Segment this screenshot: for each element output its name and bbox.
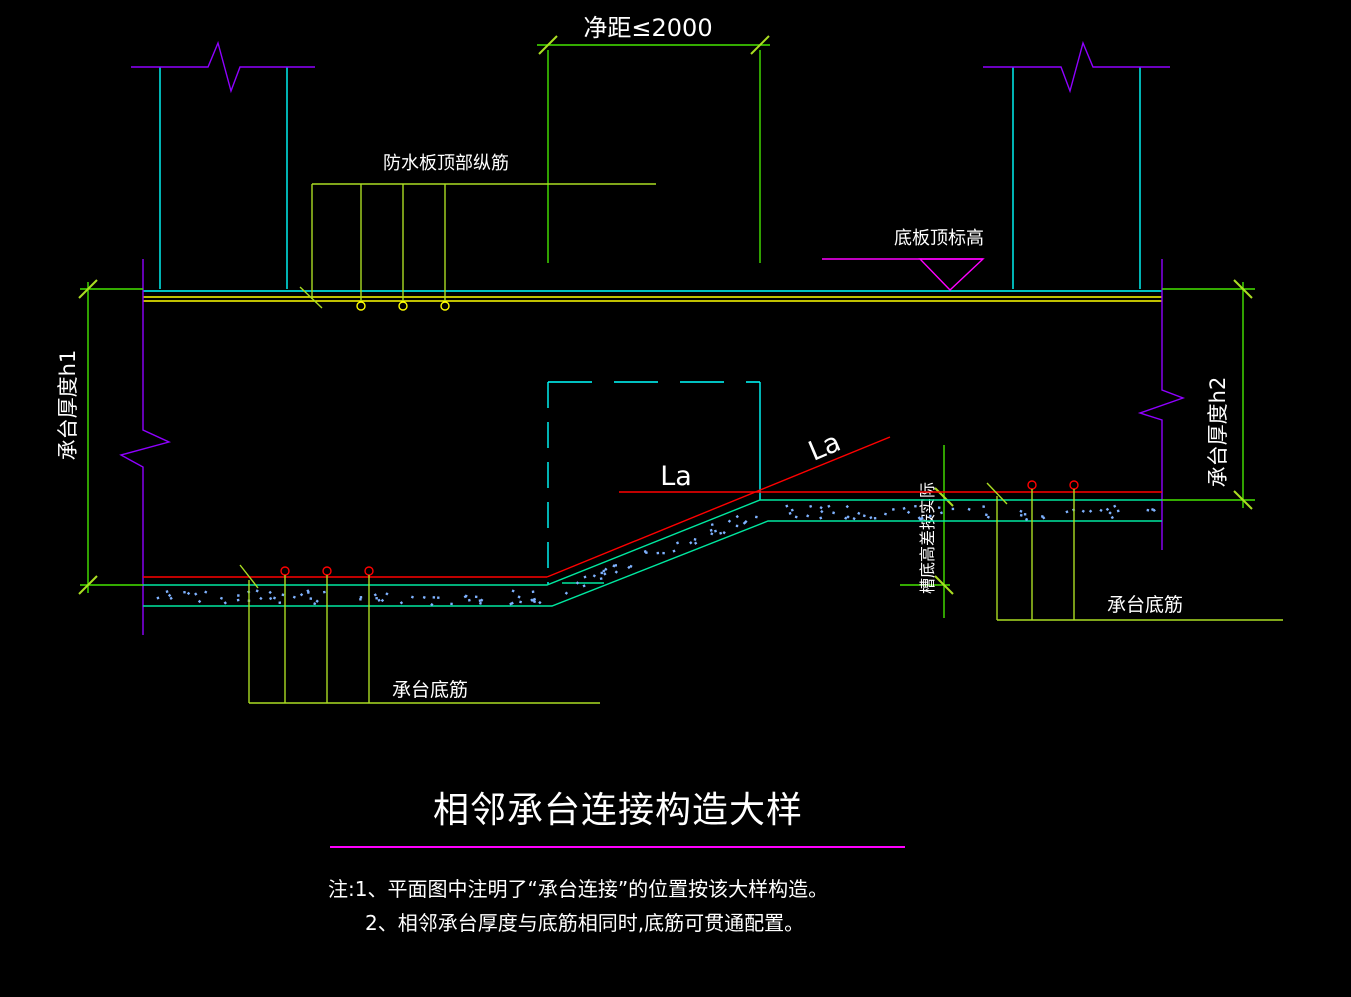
leader-tick	[239, 564, 259, 589]
cap-bottom-rebar-label: 承台底筋	[392, 679, 468, 701]
sloped-rebar	[546, 436, 891, 578]
concrete-band	[143, 499, 1162, 607]
rebar-section-circle	[1027, 480, 1037, 490]
connection-zone-dashed	[547, 381, 761, 585]
note-line-2: 2、相邻承台厚度与底筋相同时,底筋可贯通配置。	[365, 911, 804, 935]
note-line-1: 注:1、平面图中注明了“承台连接”的位置按该大样构造。	[328, 877, 828, 901]
bottom-elevation-diff-dimension: 槽底高差按实际	[900, 445, 954, 618]
waterproof-rebar-label: 防水板顶部纵筋	[383, 153, 509, 174]
column-break-line	[983, 40, 1170, 94]
rebar-section-circle	[322, 566, 332, 576]
waterproof-rebar-callout: 防水板顶部纵筋	[299, 153, 656, 311]
la-anchorage-label-sloped: La	[804, 427, 845, 468]
dimension-tick	[934, 575, 954, 595]
right-cap-rebar-callout: 承台底筋	[986, 482, 1283, 621]
clear-distance-label: 净距≤2000	[583, 14, 712, 42]
leader-tick	[299, 286, 323, 309]
cap-bottom-rebar-label: 承台底筋	[1107, 594, 1183, 616]
bottom-rebar: La La	[143, 427, 1162, 578]
band-top-edge	[143, 499, 1162, 586]
dimension-tick	[934, 487, 954, 507]
band-bottom-edge	[143, 520, 1162, 607]
concrete-stipple-pattern	[156, 504, 1156, 607]
right-break-line	[1137, 259, 1186, 550]
left-cap-rebar-callout: 承台底筋	[239, 564, 600, 704]
column-break-line	[131, 40, 315, 94]
elevation-triangle-icon	[918, 258, 985, 291]
dimension-tick	[78, 575, 98, 595]
dimension-tick	[78, 279, 98, 299]
h2-dimension: 承台厚度h2	[1162, 279, 1255, 510]
slab-top-lines	[143, 290, 1162, 302]
h1-label: 承台厚度h1	[56, 350, 80, 461]
drawing-title: 相邻承台连接构造大样	[433, 790, 803, 831]
la-anchorage-label: La	[660, 461, 692, 492]
break-lines	[119, 259, 1186, 635]
rebar-section-circle	[356, 301, 366, 311]
rebar-section-circle	[364, 566, 374, 576]
rebar-section-circle	[1069, 480, 1079, 490]
dimension-tick	[1233, 279, 1253, 299]
dimension-tick	[538, 35, 558, 55]
title-block: 相邻承台连接构造大样 注:1、平面图中注明了“承台连接”的位置按该大样构造。 2…	[328, 790, 905, 935]
h2-label: 承台厚度h2	[1206, 377, 1230, 488]
rebar-section-circle	[440, 301, 450, 311]
rebar-section-circle	[398, 301, 408, 311]
right-column	[983, 40, 1170, 289]
left-break-line	[119, 259, 172, 635]
left-column	[131, 40, 315, 289]
elevation-marker: 底板顶标高	[822, 228, 985, 291]
leader-tick	[986, 482, 1008, 505]
slab-elevation-label: 底板顶标高	[894, 228, 984, 249]
rebar-section-circle	[280, 566, 290, 576]
clear-distance-dimension: 净距≤2000	[537, 14, 770, 263]
dimension-tick	[1233, 490, 1253, 510]
bottom-elev-diff-label: 槽底高差按实际	[918, 482, 937, 594]
dimension-tick	[750, 35, 770, 55]
h1-dimension: 承台厚度h1	[56, 279, 143, 595]
